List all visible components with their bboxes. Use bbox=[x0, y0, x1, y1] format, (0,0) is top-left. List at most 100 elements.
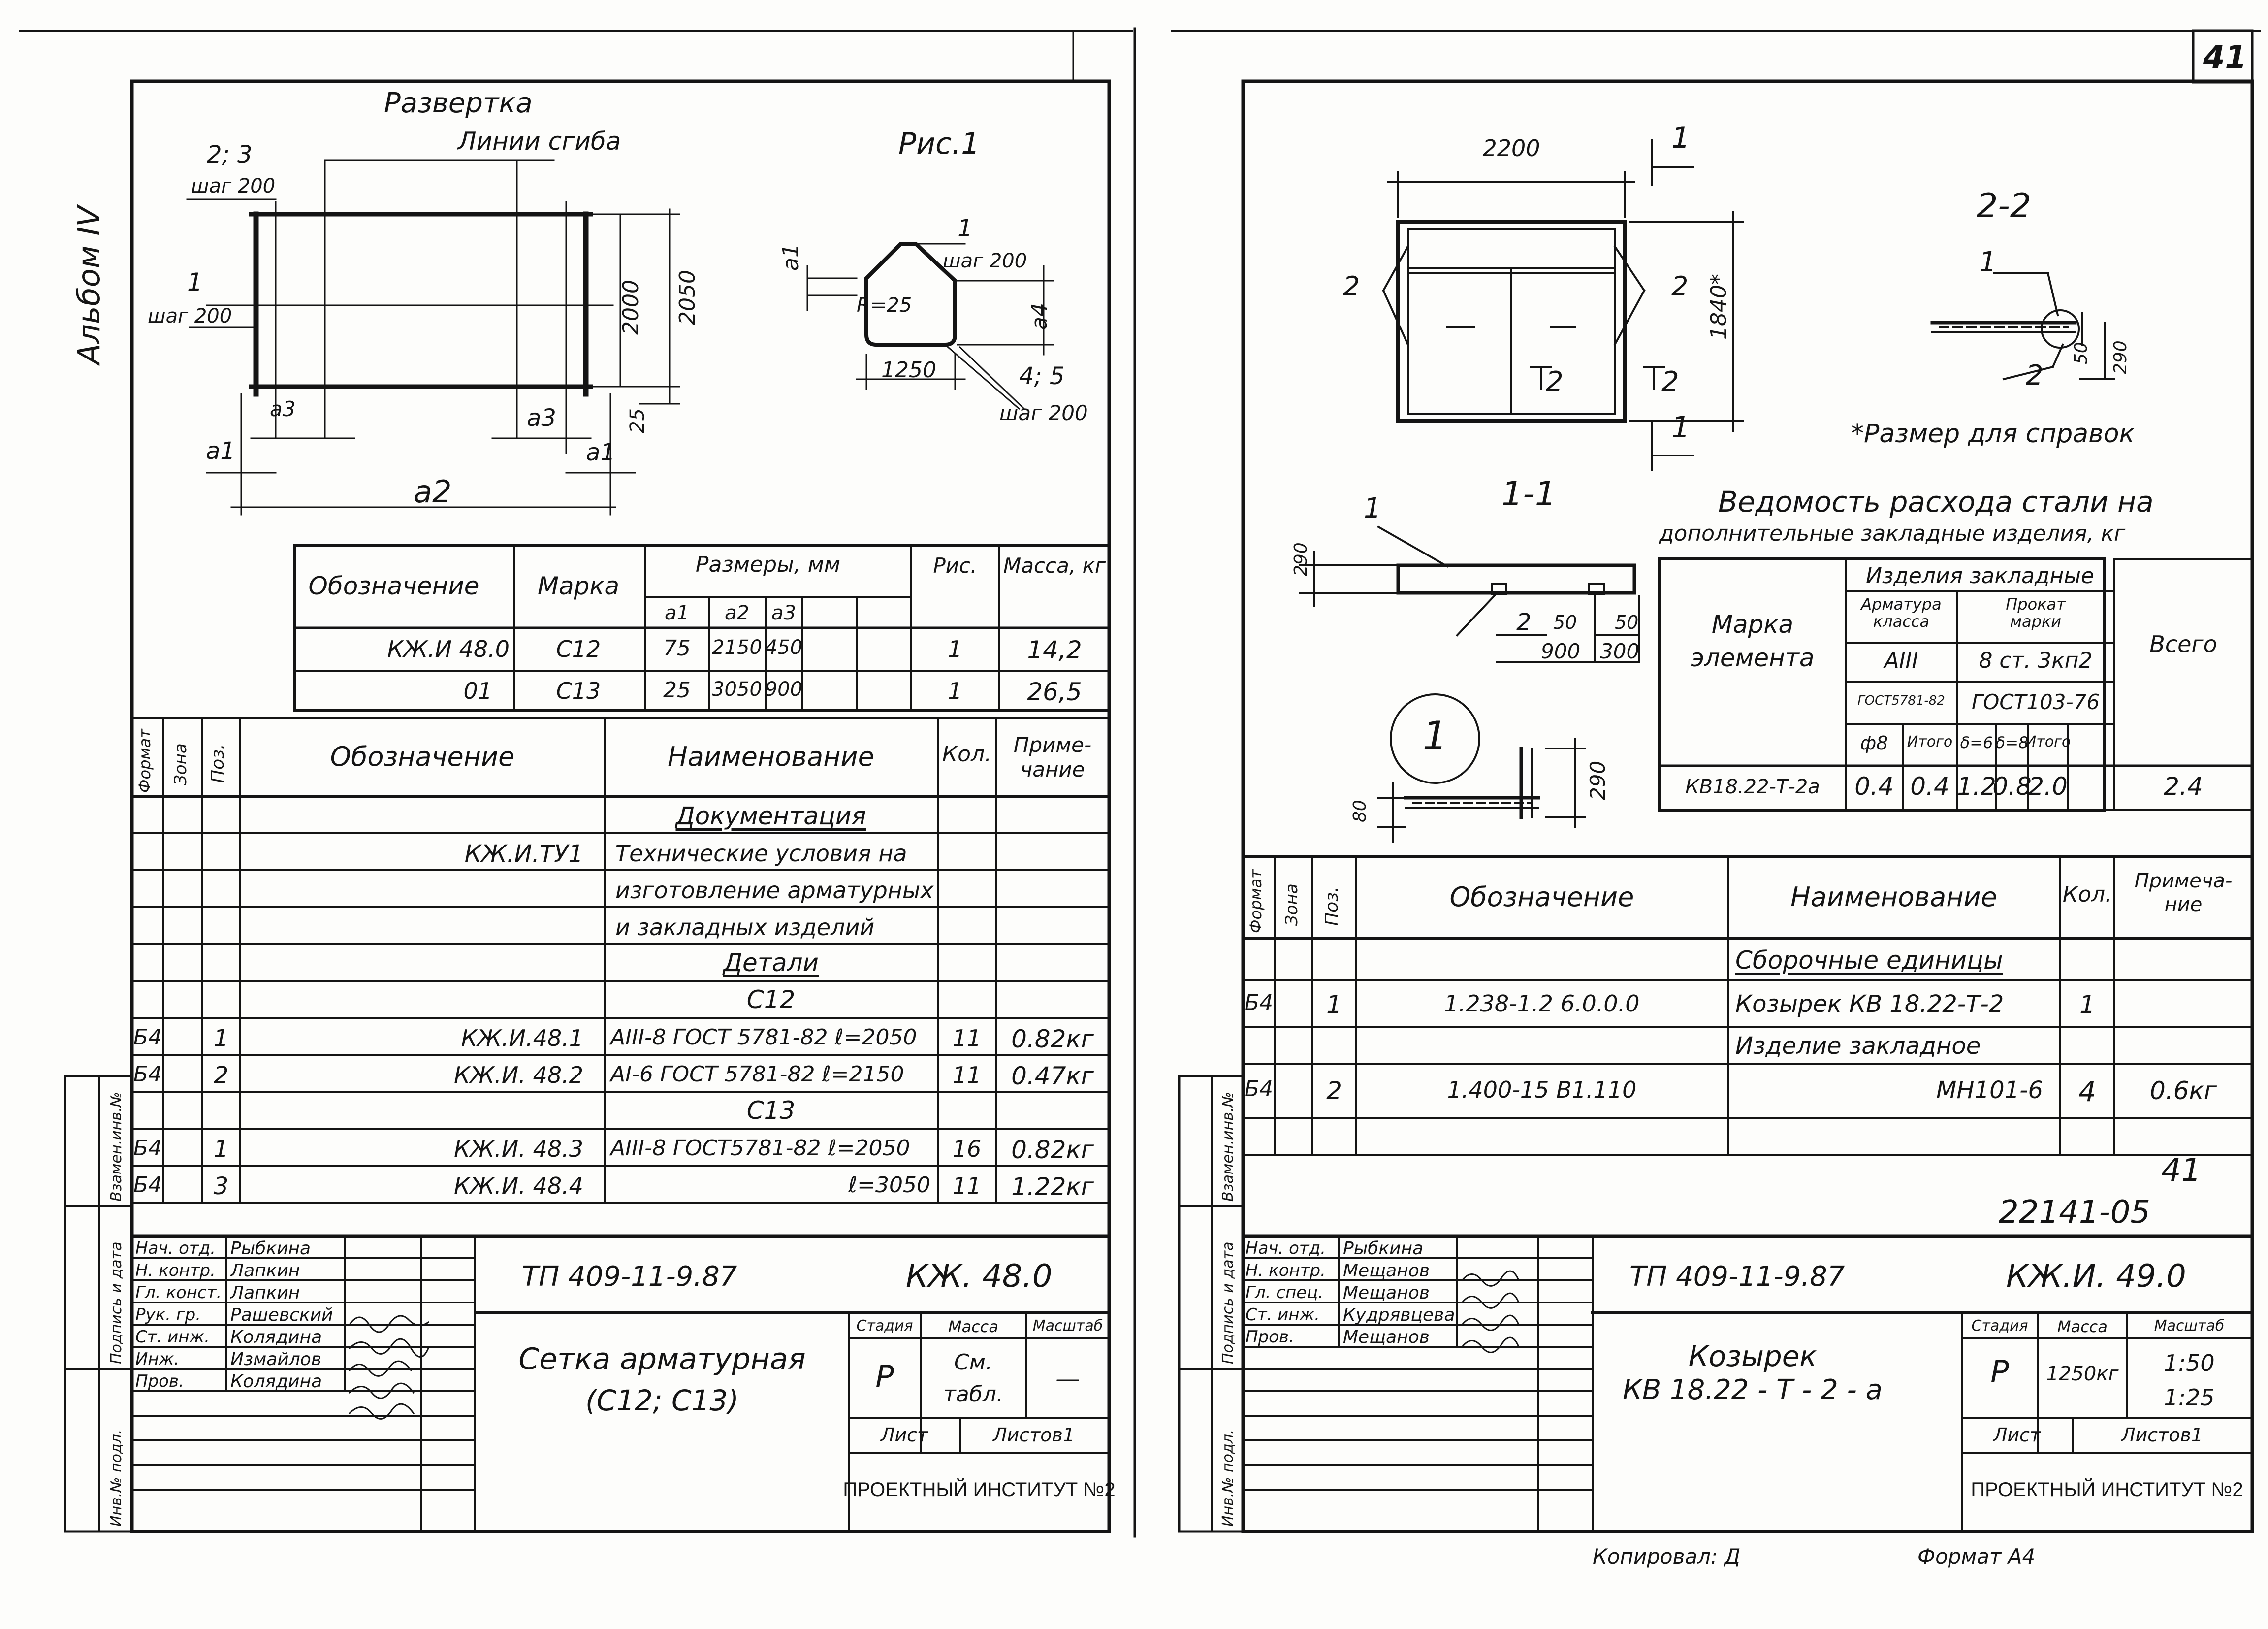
sizes-h-mass: Масса, кг bbox=[1003, 554, 1106, 578]
steel-h-all: Всего bbox=[2149, 631, 2217, 657]
tb-person: Кудрявцева bbox=[1343, 1305, 1455, 1325]
spec-qty: 16 bbox=[952, 1136, 982, 1162]
cell-a3: 900 bbox=[765, 678, 803, 701]
steel-h-itog1: Итого bbox=[1907, 733, 1953, 750]
album-label: Альбом IV bbox=[71, 206, 107, 364]
rspec-desig: 1.400-15 В1.110 bbox=[1447, 1076, 1637, 1103]
steel-h-st: 8 ст. 3кп2 bbox=[1979, 648, 2093, 673]
s22-50: 50 bbox=[2071, 342, 2091, 364]
s11-900: 900 bbox=[1541, 639, 1581, 663]
rtb-sheet: Лист bbox=[1993, 1424, 2041, 1446]
sizes-h-a3: а3 bbox=[771, 602, 796, 624]
node-1: 1 bbox=[1422, 713, 1448, 759]
spec-h-zone: Зона bbox=[171, 743, 191, 785]
sizes-h-mark: Марка bbox=[537, 572, 620, 600]
cut-1-bot: 1 bbox=[1671, 410, 1691, 445]
sizes-h-fig: Рис. bbox=[933, 554, 977, 578]
section-11-title: 1-1 bbox=[1501, 475, 1557, 514]
sec-r25: R=25 bbox=[857, 294, 912, 317]
tb-role: Рук. гр. bbox=[135, 1305, 201, 1325]
tb-role: Пров. bbox=[135, 1371, 184, 1391]
steel-title-1: Ведомость расхода стали на bbox=[1718, 485, 2154, 519]
lbl-a2: а2 bbox=[414, 474, 452, 510]
spec-pos: 1 bbox=[213, 1025, 229, 1052]
steel-h-gost1: ГОСТ5781-82 bbox=[1857, 693, 1945, 708]
right-frame bbox=[1178, 79, 2254, 1533]
spec-h-desig: Обозначение bbox=[330, 741, 515, 772]
steel-h-mark: Марка элемента bbox=[1691, 610, 1815, 672]
spec-format: Б4 bbox=[133, 1173, 162, 1198]
right-side-s3: Инв.№ подл. bbox=[1219, 1429, 1237, 1527]
tb-person: Колядина bbox=[230, 1371, 322, 1392]
node-290: 290 bbox=[1586, 760, 1610, 800]
doc-number: 22141-05 bbox=[1999, 1194, 2151, 1231]
cell-mark: С12 bbox=[556, 636, 601, 662]
cell-desig: 01 bbox=[463, 678, 492, 704]
sec-step200-b: шаг 200 bbox=[999, 401, 1088, 425]
steel-h-embedded: Изделия закладные bbox=[1866, 563, 2094, 588]
right-section-11 bbox=[1299, 525, 1640, 663]
tb-role: Пров. bbox=[1246, 1327, 1294, 1347]
tb-person: Рашевский bbox=[230, 1305, 333, 1325]
spec-h-qty: Кол. bbox=[942, 742, 992, 767]
spec-note: 0.82кг bbox=[1011, 1136, 1094, 1164]
left-side-s1: Взамен.инв.№ bbox=[108, 1092, 125, 1202]
node-80: 80 bbox=[1350, 800, 1370, 822]
spec-format: Б4 bbox=[133, 1136, 162, 1161]
steel-cell-f8: 0.4 bbox=[1854, 772, 1894, 801]
rspec-format: Б4 bbox=[1244, 990, 1274, 1015]
tb-org: ПРОЕКТНЫЙ ИНСТИТУТ №2 bbox=[843, 1479, 1116, 1500]
cell-desig: КЖ.И 48.0 bbox=[387, 636, 510, 662]
tb-person: Лапкин bbox=[230, 1261, 300, 1281]
rtb-h-stage: Стадия bbox=[1971, 1317, 2028, 1335]
lbl-a1-a: а1 bbox=[206, 437, 235, 465]
tb-stage: Р bbox=[875, 1359, 894, 1395]
rtb-title-2: КВ 18.22 - Т - 2 - а bbox=[1623, 1374, 1883, 1406]
tb-h-scale: Масштаб bbox=[1032, 1317, 1103, 1335]
tb-person: Лапкин bbox=[230, 1283, 300, 1303]
left-frame bbox=[64, 79, 1111, 1533]
cell-a2: 3050 bbox=[712, 678, 762, 701]
steel-h-prokat: Прокат марки bbox=[2006, 595, 2066, 631]
tb-role: Н. контр. bbox=[1246, 1261, 1326, 1280]
tb-scale: — bbox=[1055, 1365, 1080, 1393]
sec-1250: 1250 bbox=[881, 358, 936, 383]
tb-role: Нач. отд. bbox=[1246, 1238, 1326, 1258]
cell-a1: 25 bbox=[663, 678, 691, 703]
rspec-pos: 1 bbox=[1326, 990, 1342, 1019]
s11-2: 2 bbox=[1516, 609, 1532, 636]
rspec-h-qty: Кол. bbox=[2062, 882, 2112, 907]
cut-2-b: 2 bbox=[1661, 366, 1679, 398]
spec-qty: 11 bbox=[952, 1025, 982, 1051]
steel-h-f8: ф8 bbox=[1860, 732, 1888, 754]
lbl-step200-b: шаг 200 bbox=[148, 305, 232, 327]
rspec-desig: 1.238-1.2 6.0.0.0 bbox=[1444, 990, 1640, 1017]
spec-name: Документация bbox=[675, 802, 866, 830]
rspec-pos: 2 bbox=[1326, 1076, 1342, 1105]
bend-lines-label: Линии сгиба bbox=[458, 127, 621, 156]
spec-h-pos: Поз. bbox=[208, 744, 228, 783]
doc-sheet-no: 41 bbox=[2161, 1152, 2202, 1189]
spec-pos: 1 bbox=[213, 1136, 229, 1163]
sizes-h-sizes: Размеры, мм bbox=[695, 552, 841, 577]
tb-person: Рыбкина bbox=[1343, 1238, 1424, 1259]
lbl-2-right: 2 bbox=[1671, 271, 1689, 302]
tb-role: Гл. спец. bbox=[1246, 1283, 1324, 1303]
tb-role: Н. контр. bbox=[135, 1261, 216, 1280]
sizes-h-desig: Обозначение bbox=[308, 572, 479, 600]
rspec-h-desig: Обозначение bbox=[1449, 881, 1634, 912]
tb-person: Колядина bbox=[230, 1327, 322, 1347]
dim-1840: 1840* bbox=[1706, 274, 1731, 340]
cell-mass: 26,5 bbox=[1027, 678, 1082, 706]
lbl-a1-b: а1 bbox=[586, 439, 615, 466]
right-plan-thin bbox=[1382, 139, 1744, 471]
tb-role: Нач. отд. bbox=[135, 1238, 216, 1258]
spec-desig: КЖ.И. 48.4 bbox=[454, 1173, 583, 1199]
dim-25: 25 bbox=[626, 408, 649, 433]
steel-h-a3: АIII bbox=[1884, 648, 1918, 673]
left-side-s3: Инв.№ подл. bbox=[108, 1429, 125, 1527]
s22-2: 2 bbox=[2026, 359, 2044, 391]
spec-desig: КЖ.И. 48.3 bbox=[454, 1136, 583, 1162]
tb-role: Ст. инж. bbox=[1246, 1305, 1320, 1325]
